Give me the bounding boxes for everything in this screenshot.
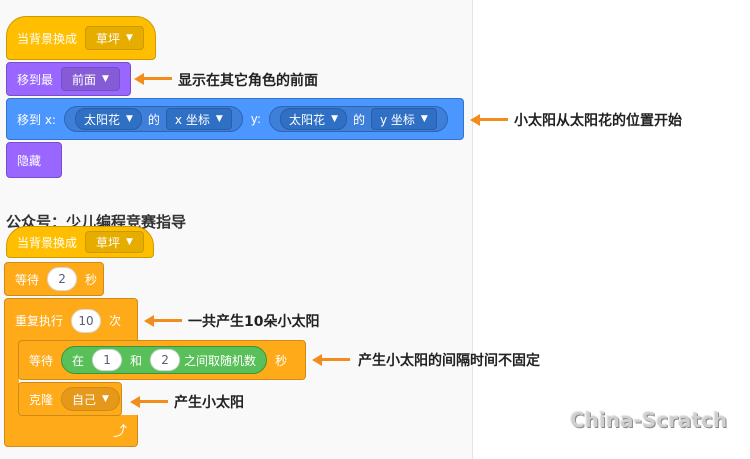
chevron-down-icon: ▼ <box>126 33 133 43</box>
unit-label: 次 <box>109 314 122 328</box>
sprite-name: 太阳花 <box>289 112 326 127</box>
of-label: 的 <box>352 112 365 127</box>
wait-seconds-input[interactable]: 2 <box>47 267 78 291</box>
annotation-interval: 产生小太阳的间隔时间不固定 <box>358 353 540 369</box>
block-label: 当背景换成 <box>17 31 78 46</box>
pick-random-suffix: 之间取随机数 <box>184 353 257 368</box>
annotation-start-pos: 小太阳从太阳花的位置开始 <box>514 113 682 129</box>
unit-label: 秒 <box>85 272 98 287</box>
backdrop-value: 草坪 <box>96 235 121 250</box>
go-to-layer-block[interactable]: 移到最 前面 ▼ <box>6 62 131 96</box>
repeat-count-input[interactable]: 10 <box>71 308 102 333</box>
arrow-icon <box>312 354 350 366</box>
chevron-down-icon: ▼ <box>331 114 338 124</box>
y-label: y: <box>250 112 262 126</box>
arrow-icon <box>144 315 182 327</box>
annotation-front: 显示在其它角色的前面 <box>178 73 318 89</box>
y-property-dropdown[interactable]: y 坐标 ▼ <box>371 108 437 130</box>
arrow-icon <box>134 73 172 85</box>
when-backdrop-switches-block[interactable]: 当背景换成 草坪 ▼ <box>6 16 156 60</box>
block-label: 当背景换成 <box>17 235 78 250</box>
layer-dropdown[interactable]: 前面 ▼ <box>61 67 120 91</box>
block-label: 移到 x: <box>17 112 56 127</box>
y-sprite-dropdown[interactable]: 太阳花 ▼ <box>280 108 347 130</box>
hide-block[interactable]: 隐藏 <box>6 142 62 178</box>
chevron-down-icon: ▼ <box>125 114 133 124</box>
repeat-block-bottom: ⤴ <box>4 415 138 447</box>
annotation-clone: 产生小太阳 <box>174 395 244 411</box>
arrow-icon <box>130 396 168 408</box>
property-name: y 坐标 <box>380 112 415 127</box>
in-label: 在 <box>72 353 85 368</box>
china-scratch-logo: China-Scratch <box>570 408 728 432</box>
chevron-down-icon: ▼ <box>102 74 109 84</box>
chevron-down-icon: ▼ <box>102 394 109 404</box>
chevron-down-icon: ▼ <box>215 114 223 124</box>
of-label: 的 <box>147 112 160 127</box>
sprite-name: 太阳花 <box>83 112 120 127</box>
create-clone-block[interactable]: 克隆 自己 ▼ <box>18 382 122 416</box>
go-to-xy-block[interactable]: 移到 x: 太阳花 ▼ 的 x 坐标 ▼ y: 太阳花 ▼ 的 y 坐标 ▼ <box>6 98 464 140</box>
x-property-dropdown[interactable]: x 坐标 ▼ <box>165 108 232 130</box>
backdrop-dropdown[interactable]: 草坪 ▼ <box>85 231 144 253</box>
unit-label: 秒 <box>275 353 288 368</box>
repeat-block[interactable]: 重复执行 10 次 <box>4 298 138 342</box>
pick-random-reporter[interactable]: 在 1 和 2 之间取随机数 <box>61 346 268 374</box>
layer-value: 前面 <box>72 72 97 87</box>
when-backdrop-switches-block-2[interactable]: 当背景换成 草坪 ▼ <box>6 226 154 258</box>
arrow-icon <box>470 114 508 126</box>
wait-seconds-block[interactable]: 等待 2 秒 <box>4 262 104 296</box>
and-label: 和 <box>130 353 143 368</box>
property-name: x 坐标 <box>174 112 210 127</box>
block-label: 等待 <box>15 272 40 287</box>
backdrop-value: 草坪 <box>96 31 121 46</box>
block-label: 移到最 <box>17 72 54 87</box>
block-label: 隐藏 <box>17 153 42 168</box>
random-to-input[interactable]: 2 <box>150 349 181 371</box>
wait-random-block[interactable]: 等待 在 1 和 2 之间取随机数 秒 <box>18 340 306 380</box>
block-label: 等待 <box>29 353 54 368</box>
block-label: 重复执行 <box>15 314 64 328</box>
clone-target-value: 自己 <box>72 392 97 407</box>
backdrop-dropdown[interactable]: 草坪 ▼ <box>85 26 144 50</box>
annotation-repeat10: 一共产生10朵小太阳 <box>188 314 320 330</box>
y-of-sprite-reporter[interactable]: 太阳花 ▼ 的 y 坐标 ▼ <box>269 106 448 132</box>
clone-target-dropdown[interactable]: 自己 ▼ <box>61 387 120 411</box>
block-label: 克隆 <box>29 392 54 407</box>
repeat-c-arm <box>4 341 19 417</box>
chevron-down-icon: ▼ <box>126 237 133 247</box>
loop-arrow-icon: ⤴ <box>113 423 127 440</box>
chevron-down-icon: ▼ <box>420 114 428 124</box>
x-of-sprite-reporter[interactable]: 太阳花 ▼ 的 x 坐标 ▼ <box>63 106 243 132</box>
random-from-input[interactable]: 1 <box>92 349 123 371</box>
x-sprite-dropdown[interactable]: 太阳花 ▼ <box>74 108 142 130</box>
